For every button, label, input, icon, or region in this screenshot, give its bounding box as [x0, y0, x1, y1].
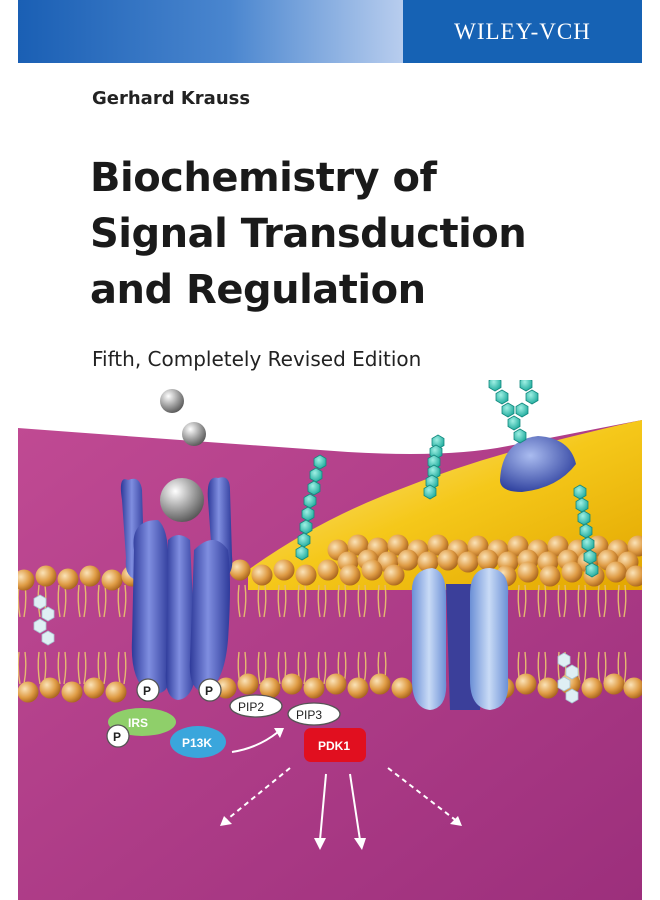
publisher-band: WILEY-VCH: [18, 0, 642, 63]
ligand-sphere-2: [182, 422, 206, 446]
pip3-label: PIP3: [296, 708, 322, 722]
phospho-badge-left: [136, 678, 160, 702]
publisher-box: WILEY-VCH: [403, 0, 642, 63]
surface-glycoprotein: [488, 380, 576, 492]
signal-arrow-dashed-right: [387, 767, 459, 823]
conversion-arrow: [231, 731, 279, 753]
phospho-badge-right: [198, 678, 222, 702]
pdk1-label: PDK1: [318, 739, 350, 753]
ion-channel: [411, 568, 509, 710]
title-line-1: Biochemistry of: [90, 155, 437, 201]
author-name: Gerhard Krauss: [92, 88, 251, 109]
receptor-protein: [120, 477, 233, 700]
title-line-2: Signal Transduction: [90, 211, 527, 257]
book-cover: WILEY-VCH Gerhard Krauss Biochemistry of…: [18, 0, 642, 900]
edition-subtitle: Fifth, Completely Revised Edition: [92, 347, 422, 371]
phospho-bottom-label: P: [113, 730, 121, 744]
signal-arrow-center-left: [319, 773, 327, 841]
pip2-label: PIP2: [238, 700, 264, 714]
pdk1-kinase: [304, 728, 366, 762]
pi3k-protein: [170, 726, 226, 758]
band-gradient: [18, 0, 403, 63]
publisher-name: WILEY-VCH: [454, 18, 591, 44]
irs-label: IRS: [128, 716, 148, 730]
phospho-left-label: P: [143, 684, 151, 698]
ligand-sphere-1: [160, 389, 184, 413]
pip3-lipid: [287, 702, 341, 726]
signaling-cascade: IRS P13K P P P PIP2 PIP3 PDK1: [106, 678, 462, 850]
signal-transduction-illustration: IRS P13K P P P PIP2 PIP3 PDK1: [18, 380, 642, 900]
title-line-3: and Regulation: [90, 267, 426, 313]
book-title: Biochemistry of Signal Transduction and …: [90, 150, 610, 318]
phospho-badge-bottom: [106, 724, 130, 748]
phospho-right-label: P: [205, 684, 213, 698]
signal-arrow-center-right: [349, 773, 361, 841]
conversion-arrowhead: [274, 728, 284, 738]
pip2-lipid: [229, 694, 283, 718]
pi3k-label: P13K: [182, 736, 212, 750]
